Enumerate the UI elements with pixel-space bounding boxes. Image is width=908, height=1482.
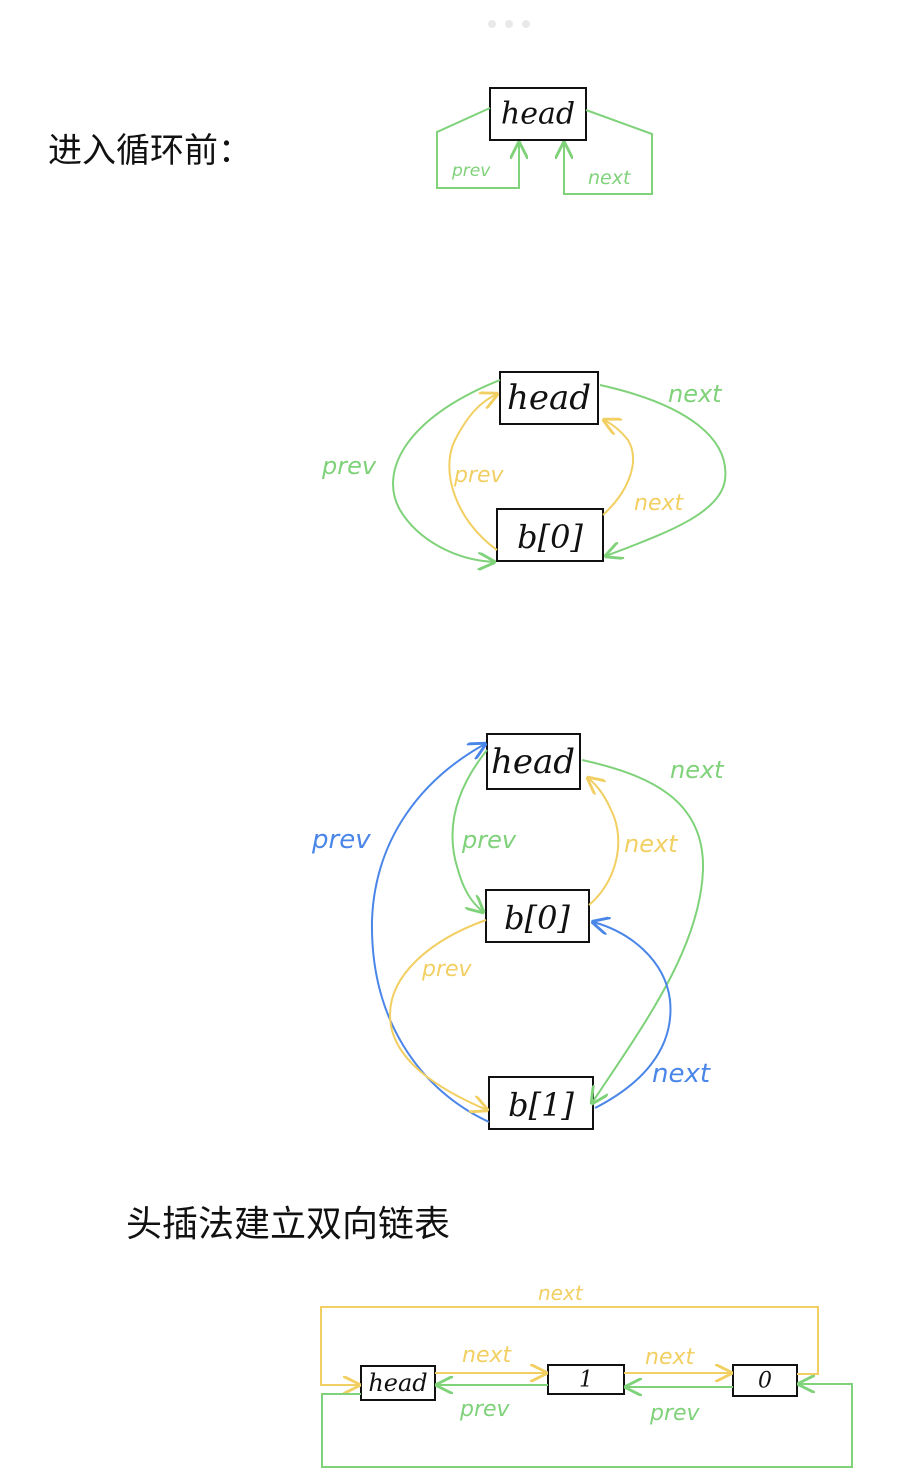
node-1-d4-label: 1 — [579, 1368, 593, 1393]
node-head-d3-label: head — [491, 742, 575, 782]
edge-prev-b1-head-d3 — [370, 744, 490, 1123]
edge-label-next-inner-d2: next — [634, 491, 684, 516]
diagram-1: head prev next — [436, 87, 653, 195]
edge-prev-head-0-d4 — [321, 1384, 853, 1468]
edge-prev-outer-d2 — [392, 379, 501, 562]
node-1-d4 — [547, 1364, 625, 1395]
edge-label-prev-1-head-d4: prev — [459, 1397, 511, 1422]
edge-label-prev-b0-b1-d3: prev — [421, 957, 473, 982]
edge-label-next-1-0-d4: next — [645, 1345, 695, 1370]
node-head-d3 — [486, 733, 581, 790]
edge-label-prev-outer-d2: prev — [321, 452, 377, 480]
edge-next-0-head-d4 — [320, 1306, 819, 1385]
edge-label-next-head-1-d4: next — [462, 1343, 512, 1368]
node-b0-d2 — [496, 508, 604, 562]
node-0-d4-label: 0 — [758, 1369, 772, 1394]
edge-next-d1 — [564, 109, 653, 195]
node-head-d4 — [360, 1365, 436, 1401]
edge-label-prev-d1: prev — [451, 161, 491, 181]
edge-next-head-b1-d3 — [581, 759, 705, 1103]
node-head-d1-label: head — [501, 97, 575, 132]
edge-next-b0-head-d3 — [588, 778, 620, 906]
diagram-4: head 1 0 next next next prev prev — [320, 1281, 853, 1468]
edge-label-prev-0-1-d4: prev — [649, 1401, 701, 1426]
node-b0-d3 — [485, 889, 590, 943]
diagram-2: head b[0] prev next prev next — [321, 371, 727, 562]
node-head-d2 — [499, 371, 599, 425]
node-0-d4 — [732, 1364, 798, 1397]
edge-label-next-top-d4: next — [538, 1281, 584, 1305]
edge-prev-head-b0-d3 — [451, 749, 488, 912]
edge-prev-d1 — [436, 107, 519, 189]
edge-next-b1-b0-d3 — [593, 922, 672, 1109]
edge-label-next-b0-head-d3: next — [624, 830, 679, 858]
node-b0-d3-label: b[0] — [504, 899, 570, 937]
edge-label-next-d1: next — [588, 167, 632, 189]
edge-label-prev-b1-head-d3: prev — [311, 825, 371, 855]
edge-next-inner-d2 — [603, 420, 634, 516]
node-head-d2-label: head — [507, 378, 591, 418]
edge-next-outer-d2 — [599, 384, 727, 556]
edge-prev-b0-b1-d3 — [388, 919, 487, 1110]
node-head-d4-label: head — [368, 1369, 427, 1397]
edge-prev-inner-d2 — [448, 394, 497, 551]
edge-label-next-outer-d2: next — [668, 380, 723, 408]
edge-label-prev-inner-d2: prev — [453, 463, 505, 488]
diagram-3: head b[0] b[1] prev next next prev prev … — [311, 733, 725, 1130]
section-title-before-loop: 进入循环前： — [48, 131, 252, 171]
node-head-d1 — [489, 87, 587, 141]
drag-handle-dots[interactable] — [488, 20, 530, 28]
node-b1-d3-label: b[1] — [508, 1086, 574, 1124]
section-title-head-insert: 头插法建立双向链表 — [126, 1204, 450, 1245]
edge-label-next-b1-b0-d3: next — [652, 1059, 711, 1089]
edge-label-prev-head-b0-d3: prev — [461, 826, 517, 854]
edge-label-next-head-b1-d3: next — [670, 756, 725, 784]
node-b0-d2-label: b[0] — [517, 518, 583, 556]
